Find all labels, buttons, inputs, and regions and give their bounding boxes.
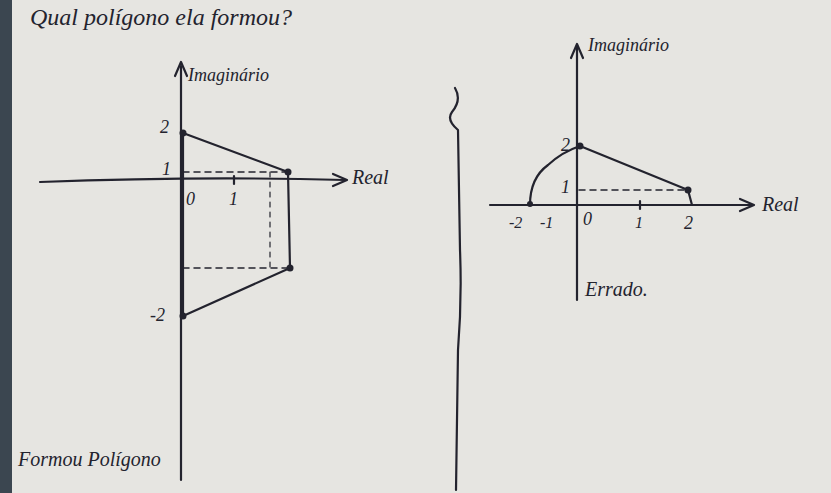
tick-label: 0 [583,210,592,230]
tick-label: 1 [561,178,570,198]
imaginary-axis [576,46,578,300]
tick-label: 0 [186,190,195,210]
page-edge [0,0,12,493]
dashed-line [579,189,686,191]
separator [450,88,461,490]
point [577,143,584,150]
axis-label: Real [352,166,389,188]
dashed-line [269,172,270,268]
tick [233,176,235,184]
polygon [183,133,290,316]
point [180,130,187,137]
point [285,169,292,176]
real-axis [40,178,345,182]
axis-label: Imaginário [188,66,269,86]
wrong-polygon [530,146,692,205]
tick-label: 2 [160,118,169,138]
axis-arrow [571,44,583,58]
tick-label: 1 [635,214,643,232]
point [685,187,692,194]
verdict-note: Errado. [585,278,648,300]
tick-label: 1 [229,190,238,210]
point [527,201,533,207]
point [287,265,294,272]
tick-label: 1 [162,160,171,180]
axis-arrow [740,199,754,211]
tick-label: 2 [561,136,570,156]
tick-label: -1 [540,214,553,232]
axis-label: Imaginário [588,36,669,56]
axis-label: Real [762,193,799,215]
title: Qual polígono ela formou? [30,4,292,30]
dashed-line [183,267,288,269]
tick [639,201,641,209]
caption-note: Formou Polígono [18,448,161,470]
tick-label: 2 [684,214,693,234]
imaginary-axis [180,66,182,480]
axis-arrow [333,174,347,186]
axis-arrow [175,62,187,76]
point [180,313,187,320]
tick-label: -2 [509,214,522,232]
tick-label: -2 [150,306,165,326]
